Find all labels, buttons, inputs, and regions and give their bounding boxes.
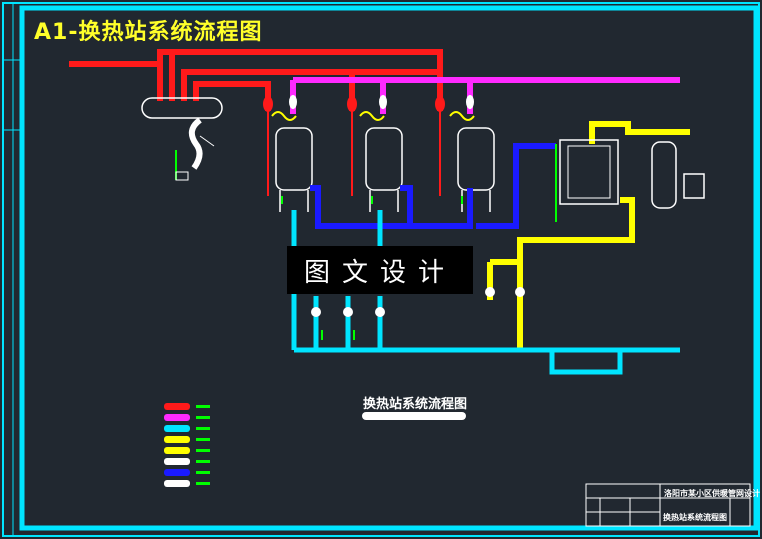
softener — [651, 141, 705, 209]
drawing-sub-title: 换热站系统流程图 — [362, 397, 467, 412]
title-block-project: 洛阳市某小区供暖管网设计 — [664, 489, 760, 498]
title-block — [585, 483, 751, 527]
inner-frame — [19, 5, 759, 531]
distributor-header — [141, 97, 223, 181]
heat-exchangers — [275, 127, 495, 212]
piping-yellow — [487, 121, 690, 352]
water-tank — [559, 139, 619, 205]
piping-cyan — [291, 210, 680, 375]
piping-blue — [310, 143, 556, 229]
subtitle-underline — [362, 412, 466, 420]
title-block-drawing-name: 换热站系统流程图 — [663, 513, 727, 522]
drawing-main-title: A1-换热站系统流程图 — [34, 20, 263, 45]
legend — [164, 403, 210, 487]
watermark-label: 图文设计 — [287, 246, 473, 294]
pumps — [311, 287, 525, 317]
